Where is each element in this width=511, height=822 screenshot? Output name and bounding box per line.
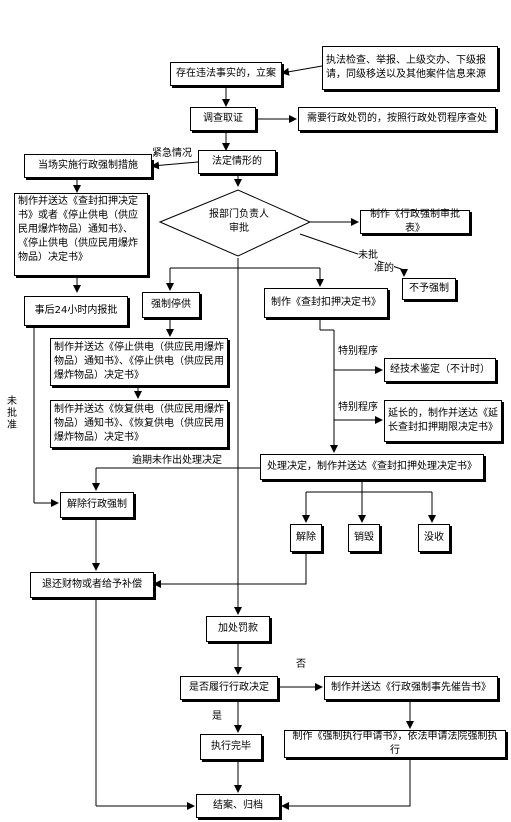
label-not-approved-right-1: 未批: [358, 250, 378, 262]
label-no: 否: [296, 659, 306, 671]
approval-diamond-label-1: 报部门负责人: [209, 209, 269, 220]
box-penalty-procedure: 需要行政处罚的，按照行政处罚程序查处: [298, 107, 496, 131]
box-case-sources: 执法检查、举报、上级交办、下级报请，同级移送以及其他案件信息来源: [322, 46, 498, 90]
box-pre-enforcement-reminder: 制作并送达《行政强制事先催告书》: [324, 676, 498, 700]
box-make-seizure-decision: 制作《查封扣押决定书》: [264, 288, 388, 318]
box-legal-cases: 法定情形的: [198, 150, 276, 174]
box-return-property: 退还财物或者给予补偿: [30, 572, 154, 598]
label-special-procedure-2: 特别程序: [338, 402, 378, 414]
box-confiscate: 没收: [418, 524, 450, 552]
label-special-procedure-1: 特别程序: [338, 346, 378, 358]
box-release: 解除: [290, 524, 322, 552]
box-serve-seizure-decision: 制作并送达《查封扣押决定书》或者《停止供电（供应民用爆炸物品）通知书》、《停止供…: [14, 193, 148, 276]
label-not-approved-right-2: 准的: [374, 263, 394, 275]
box-close-archive: 结案、归档: [196, 794, 280, 818]
box-resume-supply-notice: 制作并送达《恢复供电（供应民用爆炸物品）通知书》、《恢复供电（供应民用爆炸物品）…: [50, 400, 228, 448]
box-lift-enforcement: 解除行政强制: [60, 492, 134, 518]
box-stop-supply-notice: 制作并送达《停止供电（供应民用爆炸物品）通知书》、《停止供电（供应民用爆炸物品）…: [50, 338, 228, 386]
box-approval-form: 制作《行政强制审批表》: [360, 209, 470, 234]
box-apply-court-enforcement: 制作《强制执行申请书》，依法申请法院强制执行: [284, 730, 506, 758]
box-extend-seizure: 延长的，制作并送达《延长查封扣押期限决定书》: [384, 400, 502, 442]
label-not-approved-left: 未批准: [7, 396, 17, 431]
box-investigate: 调查取证: [190, 107, 256, 131]
box-file-case: 存在违法事实的，立案: [170, 62, 282, 86]
approval-diamond-label-2: 审批: [229, 223, 249, 234]
box-destroy: 销毁: [348, 524, 380, 552]
label-emergency: 紧急情况: [152, 148, 192, 160]
box-on-site-measures: 当场实施行政强制措施: [24, 154, 152, 178]
label-yes: 是: [212, 711, 222, 723]
box-process-decision: 处理决定，制作并送达《查封扣押处理决定书》: [260, 454, 484, 480]
label-overdue: 逾期未作出处理决定: [132, 455, 222, 467]
box-no-enforcement: 不予强制: [402, 278, 456, 300]
box-execution-complete: 执行完毕: [200, 734, 262, 760]
box-fulfilled-question: 是否履行行政决定: [180, 676, 278, 700]
box-technical-appraisal: 经技术鉴定（不计时）: [384, 358, 496, 382]
approval-diamond: [158, 189, 312, 257]
box-report-within-24h: 事后24小时内报批: [24, 296, 128, 326]
box-force-stop-supply: 强制停供: [142, 292, 200, 318]
box-extra-fine: 加处罚款: [206, 616, 270, 642]
